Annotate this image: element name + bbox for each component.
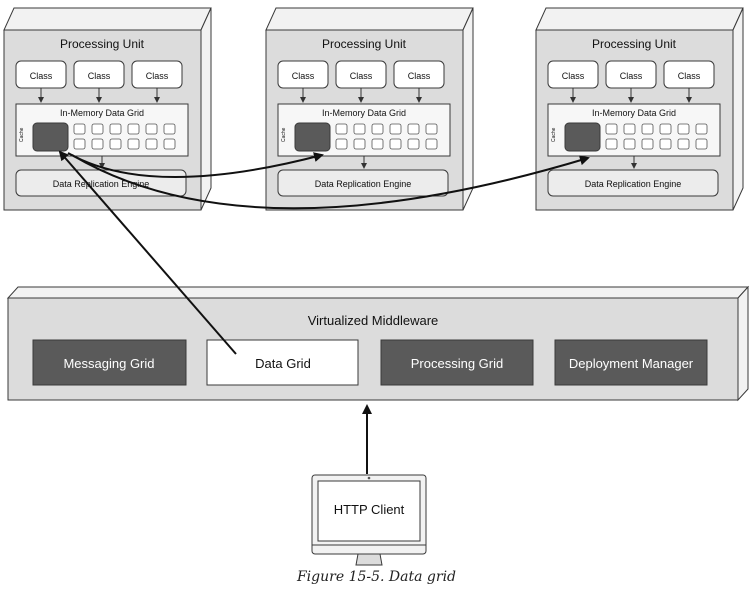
processing-grid-label: Processing Grid: [411, 356, 503, 371]
class-label: Class: [678, 71, 701, 81]
data-replication-engine: Data Replication Engine: [277, 169, 449, 197]
virtualized-middleware: Virtualized Middleware Messaging Grid Da…: [6, 285, 750, 402]
data-grid-title: In-Memory Data Grid: [322, 108, 406, 118]
class-label: Class: [146, 71, 169, 81]
cache-cells: [73, 123, 176, 150]
class-label: Class: [562, 71, 585, 81]
middleware-title: Virtualized Middleware: [308, 313, 439, 328]
class-label: Class: [408, 71, 431, 81]
replication-engine-label: Data Replication Engine: [53, 179, 150, 189]
class-label: Class: [88, 71, 111, 81]
messaging-grid: Messaging Grid: [32, 339, 187, 386]
processing-grid: Processing Grid: [380, 339, 534, 386]
in-memory-data-grid: In-Memory Data Grid Cache: [547, 103, 721, 157]
data-grid: Data Grid: [206, 339, 359, 386]
data-grid-label: Data Grid: [255, 356, 311, 371]
in-memory-data-grid: In-Memory Data Grid Cache: [15, 103, 189, 157]
class-box: Class: [131, 60, 183, 89]
http-client: HTTP Client: [311, 474, 427, 566]
data-grid-to-cache-arrow: [58, 150, 237, 355]
class-box: Class: [663, 60, 715, 89]
in-memory-data-grid: In-Memory Data Grid Cache: [277, 103, 451, 157]
class-label: Class: [350, 71, 373, 81]
figure-caption: Figure 15-5. Data grid: [296, 569, 457, 585]
replication-arrow-unit-2: [67, 152, 324, 178]
class-label: Class: [620, 71, 643, 81]
cache-cells: [335, 123, 438, 150]
class-box: Class: [73, 60, 125, 89]
cache-cells: [605, 123, 708, 150]
class-box: Class: [393, 60, 445, 89]
processing-unit-title: Processing Unit: [60, 37, 145, 51]
processing-unit: Processing Unit Class Class Class In-Mem…: [535, 7, 744, 211]
cache-label: Cache: [281, 127, 287, 142]
class-box: Class: [605, 60, 657, 89]
cache-block: [294, 122, 331, 152]
replication-engine-label: Data Replication Engine: [315, 179, 412, 189]
data-grid-title: In-Memory Data Grid: [60, 108, 144, 118]
processing-unit: Processing Unit Class Class Class In-Mem…: [265, 7, 474, 211]
class-box: Class: [335, 60, 387, 89]
class-label: Class: [292, 71, 315, 81]
cache-block: [564, 122, 601, 152]
deployment-manager-label: Deployment Manager: [569, 356, 694, 371]
class-box: Class: [547, 60, 599, 89]
class-box: Class: [15, 60, 67, 89]
class-label: Class: [30, 71, 53, 81]
cache-label: Cache: [551, 127, 557, 142]
class-box: Class: [277, 60, 329, 89]
replication-engine-label: Data Replication Engine: [585, 179, 682, 189]
cache-label: Cache: [19, 127, 25, 142]
deployment-manager: Deployment Manager: [554, 339, 708, 386]
processing-unit-title: Processing Unit: [322, 37, 407, 51]
messaging-grid-label: Messaging Grid: [63, 356, 154, 371]
data-grid-title: In-Memory Data Grid: [592, 108, 676, 118]
processing-unit-title: Processing Unit: [592, 37, 677, 51]
cache-block: [32, 122, 69, 152]
replication-arrow-unit-3: [71, 154, 590, 210]
data-replication-engine: Data Replication Engine: [547, 169, 719, 197]
http-client-label: HTTP Client: [334, 502, 405, 517]
processing-unit: Processing Unit Class Class Class In-Mem…: [3, 7, 212, 211]
